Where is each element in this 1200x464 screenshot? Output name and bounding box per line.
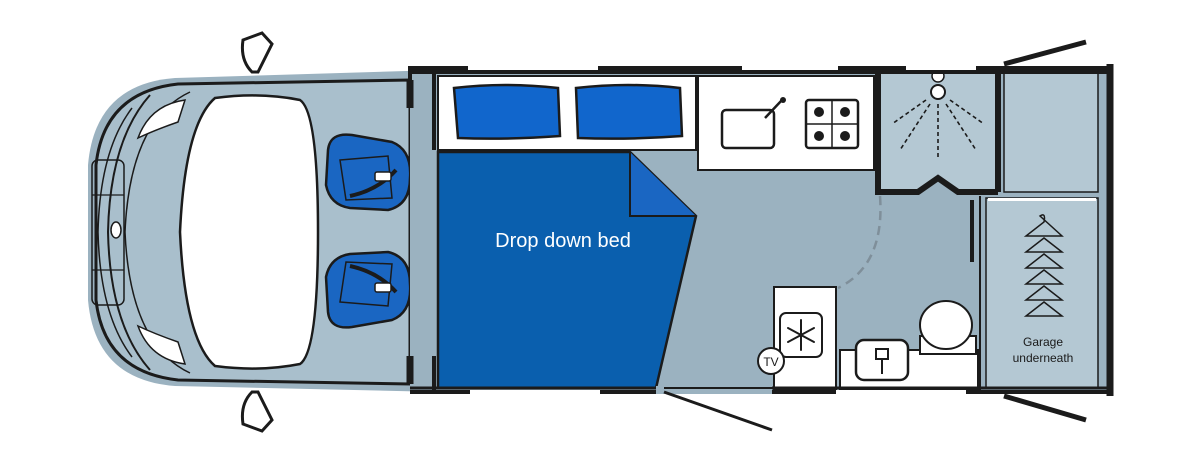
badge-icon bbox=[110, 221, 122, 239]
tv-label: TV bbox=[763, 355, 778, 369]
garage-label-line2: underneath bbox=[1013, 351, 1074, 365]
tv-icon bbox=[757, 347, 785, 375]
cab-seat-top bbox=[324, 133, 412, 212]
door-swing bbox=[837, 195, 882, 290]
toilet bbox=[919, 300, 977, 355]
drop-down-bed: Drop down bed bbox=[436, 150, 698, 390]
basin-tap-icon bbox=[875, 348, 889, 360]
shower-head-icon bbox=[930, 84, 946, 100]
shower bbox=[875, 69, 1001, 195]
headlight-bottom bbox=[136, 324, 187, 365]
snowflake-icon bbox=[787, 319, 815, 351]
wardrobe: Garage underneath bbox=[985, 197, 1099, 389]
fridge-unit: TV bbox=[757, 286, 837, 391]
rear-door-top bbox=[1003, 39, 1087, 67]
hob-icon bbox=[804, 98, 860, 150]
windscreen bbox=[178, 94, 320, 370]
window-top-right bbox=[906, 66, 976, 70]
hanger-icon bbox=[1023, 214, 1065, 317]
cushion-right bbox=[574, 83, 684, 140]
cushion-left bbox=[452, 83, 562, 140]
sink-icon bbox=[720, 97, 786, 150]
rear-door-bottom bbox=[1003, 393, 1087, 423]
entry-door bbox=[656, 386, 773, 432]
washbasin bbox=[839, 338, 979, 391]
headlight-top bbox=[136, 99, 187, 140]
cab-seat-bottom bbox=[324, 250, 412, 329]
rear-locker bbox=[1003, 71, 1099, 193]
mirror-top bbox=[240, 31, 274, 74]
window-bottom-left bbox=[470, 390, 600, 394]
mirror-bottom bbox=[240, 390, 274, 433]
garage-label-line1: Garage bbox=[1023, 335, 1063, 349]
bed-label: Drop down bed bbox=[495, 230, 631, 252]
window-top-left bbox=[468, 66, 598, 70]
window-bottom-right bbox=[836, 390, 966, 394]
window-top-mid bbox=[742, 66, 838, 70]
